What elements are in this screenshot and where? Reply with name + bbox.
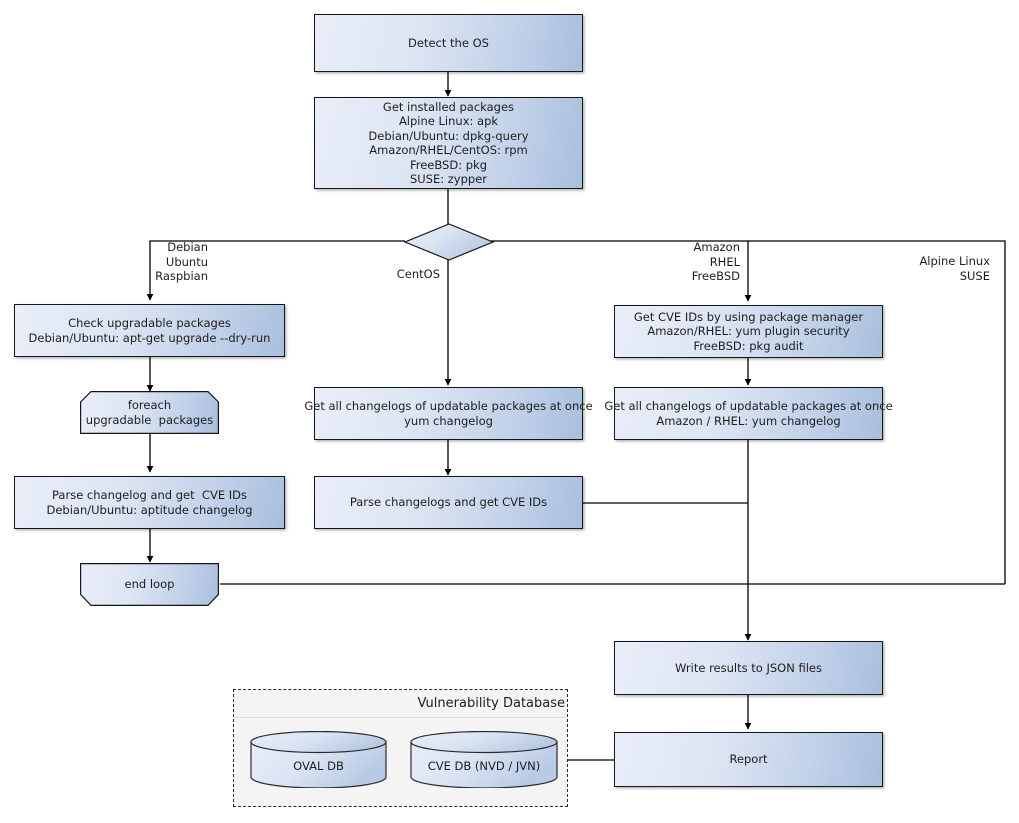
node-report[interactable]: Report bbox=[614, 732, 883, 787]
node-changelogs-amazon-label: Get all changelogs of updatable packages… bbox=[604, 399, 893, 428]
node-get-installed-packages-label: Get installed packages Alpine Linux: apk… bbox=[368, 99, 529, 187]
node-get-cve-ids-pkgmgr[interactable]: Get CVE IDs by using package manager Ama… bbox=[614, 305, 883, 358]
node-get-cve-ids-pkgmgr-label: Get CVE IDs by using package manager Ama… bbox=[633, 309, 864, 353]
node-report-label: Report bbox=[729, 752, 768, 767]
node-end-loop-wrap: end loop bbox=[80, 563, 219, 607]
node-changelogs-amazon[interactable]: Get all changelogs of updatable packages… bbox=[604, 387, 893, 440]
node-parse-changelogs-centos-label: Parse changelogs and get CVE IDs bbox=[349, 495, 548, 510]
db-oval[interactable]: OVAL DB bbox=[250, 730, 387, 789]
node-check-upgradable[interactable]: Check upgradable packages Debian/Ubuntu:… bbox=[14, 304, 285, 357]
foreach-outline bbox=[80, 391, 219, 435]
db-cve-label: CVE DB (NVD / JVN) bbox=[427, 759, 541, 773]
node-write-json-label: Write results to JSON files bbox=[675, 660, 822, 675]
vulnerability-database-title: Vulnerability Database bbox=[417, 696, 565, 711]
cylinder-shape-cve bbox=[410, 730, 558, 789]
node-parse-changelogs-centos[interactable]: Parse changelogs and get CVE IDs bbox=[314, 476, 583, 529]
node-end-loop[interactable]: end loop bbox=[80, 563, 219, 606]
node-changelogs-centos-label: Get all changelogs of updatable packages… bbox=[304, 399, 593, 428]
node-foreach-loop-label: foreach upgradable packages bbox=[85, 398, 214, 427]
node-check-upgradable-label: Check upgradable packages Debian/Ubuntu:… bbox=[28, 316, 271, 345]
db-cve[interactable]: CVE DB (NVD / JVN) bbox=[410, 730, 558, 789]
node-detect-os[interactable]: Detect the OS bbox=[314, 14, 583, 72]
db-oval-label: OVAL DB bbox=[293, 759, 344, 773]
diamond-shape bbox=[403, 223, 495, 261]
node-end-loop-label: end loop bbox=[124, 577, 175, 592]
edge-label-alpine: Alpine Linux SUSE bbox=[919, 254, 990, 283]
edge-label-centos: CentOS bbox=[396, 267, 440, 281]
cylinder-shape-oval bbox=[250, 730, 387, 789]
node-parse-changelog-debian[interactable]: Parse changelog and get CVE IDs Debian/U… bbox=[14, 476, 285, 529]
node-get-installed-packages[interactable]: Get installed packages Alpine Linux: apk… bbox=[314, 97, 583, 189]
node-write-json[interactable]: Write results to JSON files bbox=[614, 641, 883, 695]
node-detect-os-label: Detect the OS bbox=[408, 35, 489, 50]
node-foreach-loop[interactable]: foreach upgradable packages bbox=[80, 391, 219, 434]
end-loop-outline bbox=[80, 563, 219, 607]
vulnerability-database-divider bbox=[235, 717, 566, 718]
node-foreach-wrap: foreach upgradable packages bbox=[80, 391, 219, 435]
edge-label-debian: Debian Ubuntu Raspbian bbox=[155, 240, 208, 284]
node-changelogs-centos[interactable]: Get all changelogs of updatable packages… bbox=[304, 387, 593, 440]
edge-label-amazon: Amazon RHEL FreeBSD bbox=[691, 240, 740, 284]
node-os-decision[interactable] bbox=[403, 222, 495, 262]
node-parse-changelog-debian-label: Parse changelog and get CVE IDs Debian/U… bbox=[46, 488, 253, 517]
